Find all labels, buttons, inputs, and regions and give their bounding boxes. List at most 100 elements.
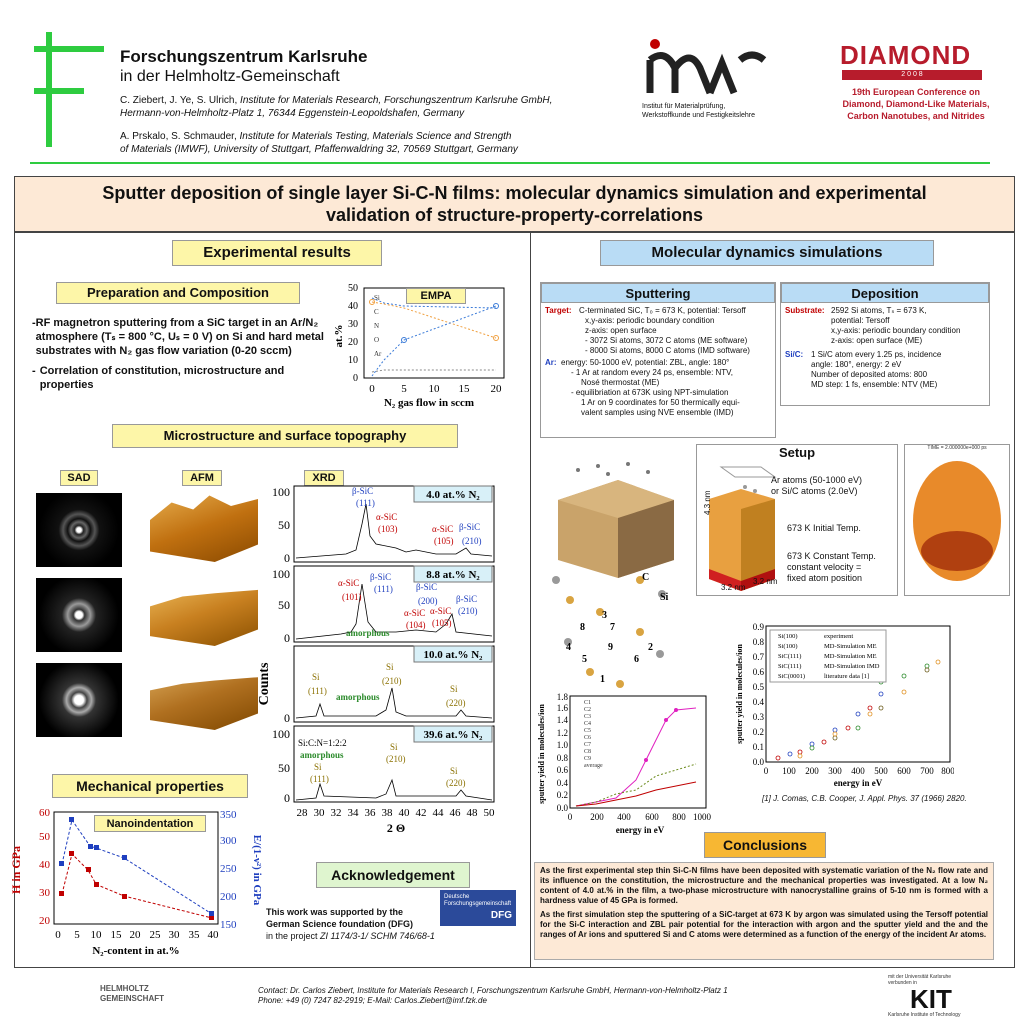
- svg-text:average: average: [584, 763, 603, 769]
- svg-text:C6: C6: [584, 735, 591, 741]
- setup-initial: 673 K Initial Temp.: [787, 523, 861, 533]
- conclusions-title: Conclusions: [704, 832, 826, 858]
- setup-title: Setup: [778, 445, 816, 460]
- svg-text:C4: C4: [584, 721, 591, 727]
- svg-text:0: 0: [568, 812, 573, 822]
- svg-text:0.2: 0.2: [557, 790, 568, 800]
- svg-text:literature data [1]: literature data [1]: [824, 673, 869, 680]
- svg-text:0: 0: [284, 791, 290, 805]
- svg-text:0.8: 0.8: [557, 753, 569, 763]
- svg-text:amorphous: amorphous: [300, 750, 344, 760]
- dfg-text-2: Forschungsgemeinschaft: [444, 901, 512, 907]
- authors-group-2: A. Prskalo, S. Schmauder, Institute for …: [120, 130, 620, 156]
- sp-target-line: C-terminated SiC, T₀ = 673 K, potential:…: [579, 306, 746, 315]
- kit-sub: Karlsruhe Institute of Technology: [888, 1012, 961, 1018]
- svg-text:(105): (105): [434, 536, 454, 546]
- imwf-logo: imwf: [646, 39, 767, 95]
- svg-text:0.7: 0.7: [753, 652, 765, 662]
- diamond-conf-3: Carbon Nanotubes, and Nitrides: [847, 111, 985, 121]
- contact-2: Phone: +49 (0) 7247 82-2919; E-Mail: Car…: [258, 996, 487, 1005]
- svg-text:20: 20: [491, 383, 503, 395]
- right-chart-markers: [775, 659, 941, 761]
- fzk-logo-mid-bar: [34, 88, 84, 94]
- svg-text:(111): (111): [310, 774, 329, 784]
- svg-text:Si: Si: [314, 762, 322, 772]
- svg-text:α-SiC: α-SiC: [430, 606, 451, 616]
- xrd-chart: 100 50 0 100 50 0 0 100 50 0 4.0 at.% N₂…: [256, 484, 516, 838]
- sputter-yield-chart-right: 0.0 0.1 0.2 0.3 0.4 0.5 0.6 0.7 0.8 0.9 …: [734, 618, 955, 790]
- afm-tag: AFM: [182, 470, 222, 486]
- svg-text:15: 15: [459, 383, 471, 395]
- svg-text:(103): (103): [378, 524, 398, 534]
- svg-text:0.4: 0.4: [753, 697, 765, 707]
- setup-const: 673 K Constant Temp.: [787, 551, 876, 561]
- svg-text:0.6: 0.6: [753, 667, 765, 677]
- dep-sic-lines: 1 Si/C atom every 1.25 ps, incidence ang…: [811, 350, 985, 390]
- sp-ar-line: - 1 Ar at random every 24 ps, ensemble: …: [571, 368, 734, 377]
- afm-image-1: [150, 495, 258, 562]
- svg-text:SiC(111): SiC(111): [778, 653, 801, 660]
- svg-text:600: 600: [645, 812, 659, 822]
- svg-text:(104): (104): [406, 620, 426, 630]
- dep-sub-label: Substrate:: [785, 306, 825, 315]
- prep-bullet-2: -Correlation of constitution, microstruc…: [32, 364, 330, 392]
- sputter-cube-image: [548, 460, 684, 580]
- svg-text:50: 50: [278, 518, 290, 532]
- svg-text:β-SiC: β-SiC: [370, 572, 391, 582]
- svg-text:6: 6: [634, 654, 639, 665]
- empa-tag: EMPA: [406, 288, 466, 304]
- mech-xlabel: N₂-content in at.%: [92, 945, 179, 957]
- svg-text:0.2: 0.2: [753, 727, 764, 737]
- mech-title: Mechanical properties: [52, 774, 248, 798]
- setup-ar-label: Ar atoms (50-1000 eV) or Si/C atoms (2.0…: [771, 475, 862, 497]
- setup-dim-w2: 3.2 nm: [753, 577, 778, 586]
- svg-text:0: 0: [369, 383, 375, 395]
- sp-target: Target: C-terminated SiC, T₀ = 673 K, po…: [545, 306, 771, 356]
- svg-text:600: 600: [897, 766, 911, 776]
- sp-ar: Ar: energy: 50-1000 eV, potential: ZBL, …: [545, 358, 771, 418]
- dep-sic-line: Number of deposited atoms: 800: [811, 370, 928, 379]
- svg-text:300: 300: [220, 835, 237, 847]
- right-chart-xlabel: energy in eV: [834, 778, 883, 788]
- svg-text:20: 20: [348, 337, 358, 348]
- sp-ar-line: energy: 50-1000 eV, potential: ZBL, angl…: [561, 358, 730, 367]
- svg-text:(210): (210): [458, 606, 478, 616]
- contact-1: Contact: Dr. Carlos Ziebert, Institute f…: [258, 986, 728, 995]
- svg-text:0: 0: [353, 373, 358, 384]
- svg-text:100: 100: [272, 567, 290, 581]
- svg-text:3: 3: [602, 610, 607, 621]
- sp-target-line: - 3072 Si atoms, 3072 C atoms (ME softwa…: [585, 336, 748, 345]
- svg-text:0: 0: [284, 711, 290, 725]
- sp-ar-lines: energy: 50-1000 eV, potential: ZBL, angl…: [561, 358, 771, 418]
- svg-text:8.8 at.% N₂: 8.8 at.% N₂: [426, 569, 480, 581]
- deposition-body: Substrate: 2592 Si atoms, Tₛ = 673 K, po…: [781, 303, 989, 393]
- svg-text:β-SiC: β-SiC: [352, 486, 373, 496]
- mech-chart: 20 30 40 50 60 150 200 250 300 350 0 5 1…: [8, 804, 270, 962]
- svg-text:15: 15: [111, 929, 123, 941]
- dep-sic-line: 1 Si/C atom every 1.25 ps, incidence: [811, 350, 942, 359]
- sad-image-2: [36, 578, 122, 652]
- svg-text:10.0 at.% N₂: 10.0 at.% N₂: [424, 649, 484, 661]
- deposition-title: Deposition: [781, 283, 989, 303]
- svg-text:200: 200: [805, 766, 819, 776]
- svg-text:400: 400: [851, 766, 865, 776]
- svg-text:30: 30: [348, 319, 358, 330]
- prep-bullets: -RF magnetron sputtering from a SiC targ…: [32, 316, 330, 392]
- svg-text:C1: C1: [584, 700, 591, 706]
- kit-logo-text: KIT: [910, 984, 952, 1014]
- prep-bullet-1: -RF magnetron sputtering from a SiC targ…: [32, 316, 330, 358]
- svg-text:40: 40: [39, 859, 51, 871]
- svg-text:36: 36: [365, 807, 377, 819]
- sp-ar-label: Ar:: [545, 358, 557, 367]
- kit-small-2: verbunden in: [888, 980, 917, 986]
- svg-text:44: 44: [433, 807, 445, 819]
- svg-text:5: 5: [582, 654, 587, 665]
- right-chart-ylabel: sputter yield in molecules/ion: [735, 644, 744, 744]
- sputtering-box: Sputtering Target: C-terminated SiC, T₀ …: [540, 282, 776, 438]
- sp-ar-line: Nosé thermostat (ME): [581, 378, 660, 387]
- svg-text:50: 50: [278, 598, 290, 612]
- setup-const-label: 673 K Constant Temp. constant velocity =…: [787, 551, 876, 584]
- svg-text:α-SiC: α-SiC: [338, 578, 359, 588]
- atom-c-label: C: [642, 572, 649, 583]
- dep-sub-line: potential: Tersoff: [831, 316, 890, 325]
